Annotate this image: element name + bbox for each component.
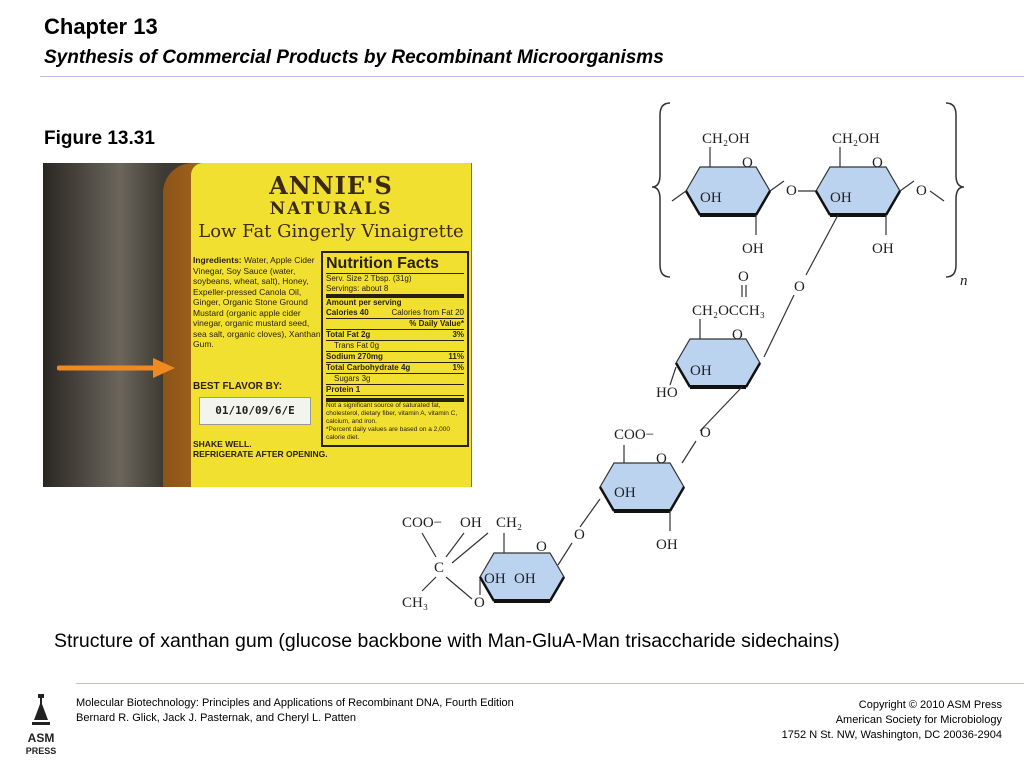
copyright-line: Copyright © 2010 ASM Press xyxy=(858,699,1002,711)
glycosidic-oxygen-2: O xyxy=(916,183,927,199)
ring-oxygen-4: O xyxy=(656,451,667,467)
ring-oxygen-1: O xyxy=(742,155,753,171)
trans-fat: Trans Fat 0g xyxy=(326,341,464,352)
product-name: Low Fat Gingerly Vinaigrette xyxy=(198,221,464,242)
ingredients-list: Ingredients: Water, Apple Cider Vinegar,… xyxy=(193,255,321,350)
ring-oxygen-5: O xyxy=(536,539,547,555)
total-carbohydrate: Total Carbohydrate 4g xyxy=(326,363,411,372)
ch2-label: CH₂ xyxy=(496,515,522,531)
ch2oh-label-1: CH₂OH xyxy=(702,131,750,147)
nutrition-facts-panel: Nutrition Facts Serv. Size 2 Tbsp. (31g)… xyxy=(321,251,469,447)
ring-oxygen-3: O xyxy=(732,327,743,343)
ch3-label: CH₃ xyxy=(402,595,428,611)
ring-oxygen-2: O xyxy=(872,155,883,171)
arrow-icon xyxy=(57,358,175,378)
repeat-n: n xyxy=(960,273,968,289)
oh-label-2: OH xyxy=(742,241,764,257)
oh-label-7: OH xyxy=(656,537,678,553)
oh-label-9: OH xyxy=(514,571,536,587)
coo-label-2: COO− xyxy=(402,515,442,531)
ch2oh-label-2: CH₂OH xyxy=(832,131,880,147)
pyruvate-oxygen: O xyxy=(474,595,485,611)
glycosidic-oxygen-1: O xyxy=(786,183,797,199)
oh-label-3: OH xyxy=(830,190,852,206)
sodium-dv: 11% xyxy=(448,352,464,361)
address-line: 1752 N St. NW, Washington, DC 20036-2904 xyxy=(781,729,1002,741)
sodium-row: Sodium 270mg 11% xyxy=(326,352,464,363)
xanthan-gum-structure: n CH₂OH O OH OH O CH₂OH O OH OH O O O CH… xyxy=(402,102,968,611)
brand-subname: NATURALS xyxy=(269,199,393,219)
society-line: American Society for Microbiology xyxy=(835,714,1002,726)
figure-caption: Structure of xanthan gum (glucose backbo… xyxy=(54,630,840,652)
nutrition-footnote-1: Not a significant source of saturated fa… xyxy=(326,402,458,425)
refrigerate-line: REFRIGERATE AFTER OPENING. xyxy=(193,449,328,459)
logo-press: PRESS xyxy=(26,746,57,756)
copyright-block: Copyright © 2010 ASM Press American Soci… xyxy=(782,698,1002,743)
protein: Protein 1 xyxy=(326,385,464,396)
brand-name: ANNIE'S xyxy=(269,171,393,200)
oh-label-6: OH xyxy=(614,485,636,501)
branch-oxygen: O xyxy=(794,279,805,295)
total-carbohydrate-dv: 1% xyxy=(452,363,464,372)
daily-value-header: % Daily Value* xyxy=(326,319,464,330)
total-fat: Total Fat 2g xyxy=(326,330,371,339)
sodium: Sodium 270mg xyxy=(326,352,383,361)
nutrition-footnote: Not a significant source of saturated fa… xyxy=(326,398,464,442)
oh-label-5: OH xyxy=(690,363,712,379)
link-oxygen-1: O xyxy=(700,425,711,441)
calories-row: Calories 40 Calories from Fat 20 xyxy=(326,308,464,319)
acetyl-label: CH₂OCCH₃ xyxy=(692,303,765,319)
best-by-date: 01/10/09/6/E xyxy=(199,397,311,425)
sugars: Sugars 3g xyxy=(326,374,464,385)
top-divider xyxy=(40,76,1024,77)
serving-size: Serv. Size 2 Tbsp. (31g) xyxy=(326,274,412,283)
carbonyl-oxygen: O xyxy=(738,269,749,285)
chapter-subtitle: Synthesis of Commercial Products by Reco… xyxy=(44,47,664,68)
storage-instructions: SHAKE WELL. REFRIGERATE AFTER OPENING. xyxy=(193,439,328,459)
oh-label-4: OH xyxy=(872,241,894,257)
carb-row: Total Carbohydrate 4g 1% xyxy=(326,363,464,374)
book-title: Molecular Biotechnology: Principles and … xyxy=(76,697,514,709)
calories-from-fat: Calories from Fat 20 xyxy=(391,308,464,317)
nutrition-title: Nutrition Facts xyxy=(326,255,464,274)
logo-asm: ASM xyxy=(28,731,55,745)
oh-label-10: OH xyxy=(460,515,482,531)
oh-label-8: OH xyxy=(484,571,506,587)
servings: Servings: about 8 xyxy=(326,284,389,293)
amount-per-serving: Amount per serving xyxy=(326,294,464,308)
ho-label: HO xyxy=(656,385,678,401)
asm-press-logo: ASM PRESS xyxy=(24,690,58,760)
figure-label: Figure 13.31 xyxy=(44,128,155,149)
chapter-title: Chapter 13 xyxy=(44,14,158,39)
total-fat-row: Total Fat 2g 3% xyxy=(326,330,464,341)
coo-label-1: COO− xyxy=(614,427,654,443)
shake-line: SHAKE WELL. xyxy=(193,439,252,449)
ingredients-text: Water, Apple Cider Vinegar, Soy Sauce (w… xyxy=(193,255,321,349)
book-authors: Bernard R. Glick, Jack J. Pasternak, and… xyxy=(76,712,357,724)
bottom-divider xyxy=(76,683,1024,684)
oh-label-1: OH xyxy=(700,190,722,206)
bottle-label-photo: ANNIE'S NATURALS Low Fat Gingerly Vinaig… xyxy=(43,163,472,487)
link-oxygen-2: O xyxy=(574,527,585,543)
bottle-label: ANNIE'S NATURALS Low Fat Gingerly Vinaig… xyxy=(191,163,471,487)
total-fat-dv: 3% xyxy=(452,330,464,339)
ingredients-label: Ingredients: xyxy=(193,255,242,265)
best-by-label: BEST FLAVOR BY: xyxy=(193,381,283,392)
book-citation: Molecular Biotechnology: Principles and … xyxy=(76,696,514,726)
pyruvate-carbon: C xyxy=(434,560,444,576)
nutrition-footnote-2: *Percent daily values are based on a 2,0… xyxy=(326,426,450,441)
calories: Calories 40 xyxy=(326,308,369,317)
